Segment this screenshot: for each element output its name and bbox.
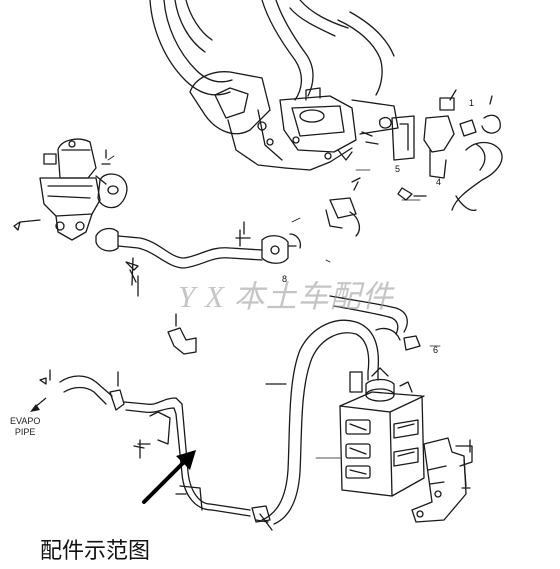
arrow-icon: [142, 450, 196, 504]
canister-bracket: [411, 437, 473, 523]
canister-hose: [251, 319, 380, 531]
intake-manifold: [149, 0, 399, 171]
evapo-label-line2: PIPE: [14, 427, 36, 437]
egr-pipe: [95, 221, 302, 286]
callout-1: 1: [469, 98, 475, 108]
callout-8: 8: [282, 274, 288, 284]
callout-5: 5: [395, 164, 401, 174]
vsv-solenoid: [325, 89, 503, 351]
caption: 配件示范图: [40, 539, 151, 564]
evapo-arrow-icon: [30, 397, 47, 412]
charcoal-canister: [339, 367, 425, 497]
callout-4: 4: [436, 177, 442, 187]
callout-leaders: [107, 155, 441, 459]
evapo-label-line1: EVAPO: [10, 416, 41, 426]
watermark: Y X 本土车配件: [178, 279, 394, 314]
evap-pipe: [39, 369, 251, 517]
evapo-pipe-label: EVAPO PIPE: [10, 416, 40, 438]
egr-valve: [13, 138, 128, 241]
clip-bracket: [129, 269, 197, 355]
callout-6: 6: [433, 345, 439, 355]
